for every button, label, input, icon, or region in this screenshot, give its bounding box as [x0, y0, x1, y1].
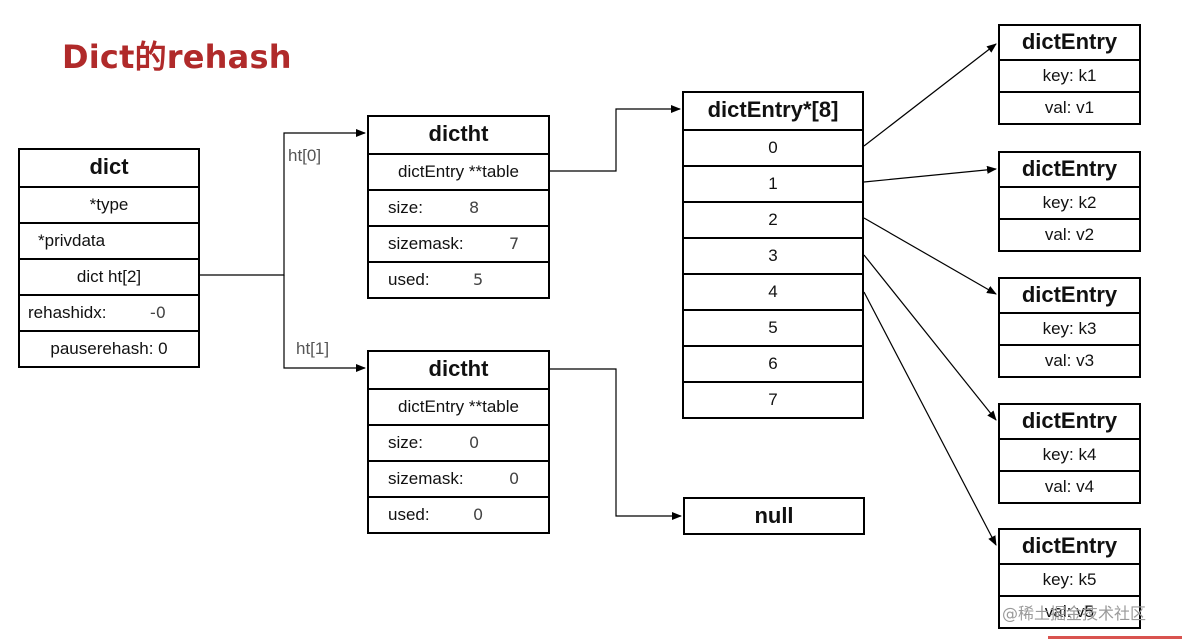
- dictentry-node: dictEntry key: k1 val: v1: [998, 24, 1141, 125]
- arrow-ht1-table-to-null: [550, 368, 682, 520]
- sizemask-value: 7: [509, 234, 520, 253]
- rehashidx-label: rehashidx:: [28, 303, 107, 322]
- dictentry-key: key: k3: [1000, 312, 1139, 344]
- dictentry-key: key: k2: [1000, 186, 1139, 218]
- arrow-slot2-to-entry3: [863, 217, 997, 295]
- array-slot: 1: [684, 165, 862, 201]
- dictentry-key: key: k1: [1000, 59, 1139, 91]
- dictht-ht1-size-row: size: 0: [369, 424, 548, 460]
- dictentry-val: val: v4: [1000, 470, 1139, 502]
- dictentry-val: val: v1: [1000, 91, 1139, 123]
- arrow-dict-to-ht1: [283, 275, 366, 372]
- arrow-slot3-to-entry4: [863, 254, 997, 421]
- array-slot: 0: [684, 129, 862, 165]
- dict-privdata-field: *privdata: [20, 222, 198, 258]
- arrow-slot4-to-entry5: [863, 291, 997, 546]
- arrow-slot1-to-entry2: [863, 165, 997, 183]
- used-value: 5: [473, 270, 484, 289]
- dictht-ht0-size-row: size: 8: [369, 189, 548, 225]
- array-slot: 4: [684, 273, 862, 309]
- dictht-ht0-table-field: dictEntry **table: [369, 153, 548, 189]
- dictht-ht0-sizemask-row: sizemask: 7: [369, 225, 548, 261]
- dictentry-array: dictEntry*[8] 0 1 2 3 4 5 6 7: [682, 91, 864, 419]
- dict-ht-field: dict ht[2]: [20, 258, 198, 294]
- dict-struct: dict *type *privdata dict ht[2] rehashid…: [18, 148, 200, 368]
- array-slot: 6: [684, 345, 862, 381]
- arrow-dict-to-ht0: [200, 129, 366, 276]
- arrow-ht0-table-to-array: [550, 105, 681, 172]
- sizemask-value: 0: [509, 469, 520, 488]
- null-box: null: [683, 497, 865, 535]
- sizemask-label: sizemask:: [388, 234, 464, 253]
- size-label: size:: [388, 198, 423, 217]
- dictentry-node: dictEntry key: k4 val: v4: [998, 403, 1141, 504]
- used-label: used:: [388, 505, 430, 524]
- dictht-ht0-header: dictht: [428, 121, 489, 146]
- dictentry-header: dictEntry: [1021, 408, 1118, 433]
- dictentry-val: val: v2: [1000, 218, 1139, 250]
- dictht-ht1-sizemask-row: sizemask: 0: [369, 460, 548, 496]
- dictht-ht1-used-row: used: 0: [369, 496, 548, 532]
- array-slot: 7: [684, 381, 862, 417]
- array-header: dictEntry*[8]: [707, 97, 839, 122]
- used-label: used:: [388, 270, 430, 289]
- watermark: @稀土掘金技术社区: [1002, 604, 1147, 623]
- dictentry-header: dictEntry: [1021, 29, 1118, 54]
- rehashidx-value: -0: [150, 303, 166, 322]
- edge-label-ht1: ht[1]: [296, 339, 330, 358]
- dictht-ht1-header: dictht: [428, 356, 489, 381]
- dictentry-val: val: v3: [1000, 344, 1139, 376]
- dict-header: dict: [89, 154, 129, 179]
- dict-rehashidx-row: rehashidx: -0: [20, 294, 198, 330]
- dictht-ht0: dictht dictEntry **table size: 8 sizemas…: [367, 115, 550, 299]
- arrow-slot0-to-entry1: [863, 43, 997, 147]
- dictentry-header: dictEntry: [1021, 533, 1118, 558]
- dictentry-node: dictEntry key: k3 val: v3: [998, 277, 1141, 378]
- dictentry-val: val: v5: [1000, 595, 1139, 627]
- used-value: 0: [473, 505, 484, 524]
- size-value: 8: [469, 198, 480, 217]
- dict-pauserehash-field: pauserehash: 0: [20, 330, 198, 366]
- array-slot: 3: [684, 237, 862, 273]
- dictentry-header: dictEntry: [1021, 282, 1118, 307]
- dictht-ht0-used-row: used: 5: [369, 261, 548, 297]
- array-slot: 5: [684, 309, 862, 345]
- dictentry-key: key: k5: [1000, 563, 1139, 595]
- dict-type-field: *type: [20, 186, 198, 222]
- dictentry-header: dictEntry: [1021, 156, 1118, 181]
- size-value: 0: [469, 433, 480, 452]
- edge-label-ht0: ht[0]: [288, 146, 322, 165]
- dictentry-key: key: k4: [1000, 438, 1139, 470]
- array-slot: 2: [684, 201, 862, 237]
- accent-bar: [1048, 636, 1182, 639]
- dictht-ht1: dictht dictEntry **table size: 0 sizemas…: [367, 350, 550, 534]
- dictht-ht1-table-field: dictEntry **table: [369, 388, 548, 424]
- sizemask-label: sizemask:: [388, 469, 464, 488]
- dictentry-node: dictEntry key: k5 val: v5: [998, 528, 1141, 629]
- page-title: Dict的rehash: [62, 38, 292, 76]
- dictentry-node: dictEntry key: k2 val: v2: [998, 151, 1141, 252]
- size-label: size:: [388, 433, 423, 452]
- null-label: null: [754, 503, 794, 528]
